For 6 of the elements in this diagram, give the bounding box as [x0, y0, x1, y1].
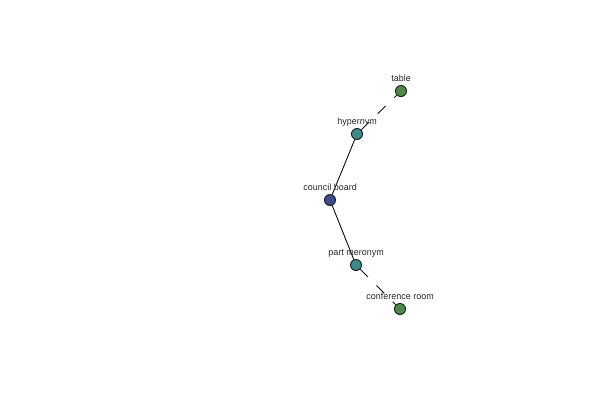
node-label: table	[391, 73, 411, 83]
connector-line	[360, 268, 396, 306]
node-label: hypernym	[337, 116, 377, 126]
connector-line	[360, 94, 398, 130]
node-label: conference room	[366, 291, 434, 301]
connector-line	[332, 205, 354, 260]
